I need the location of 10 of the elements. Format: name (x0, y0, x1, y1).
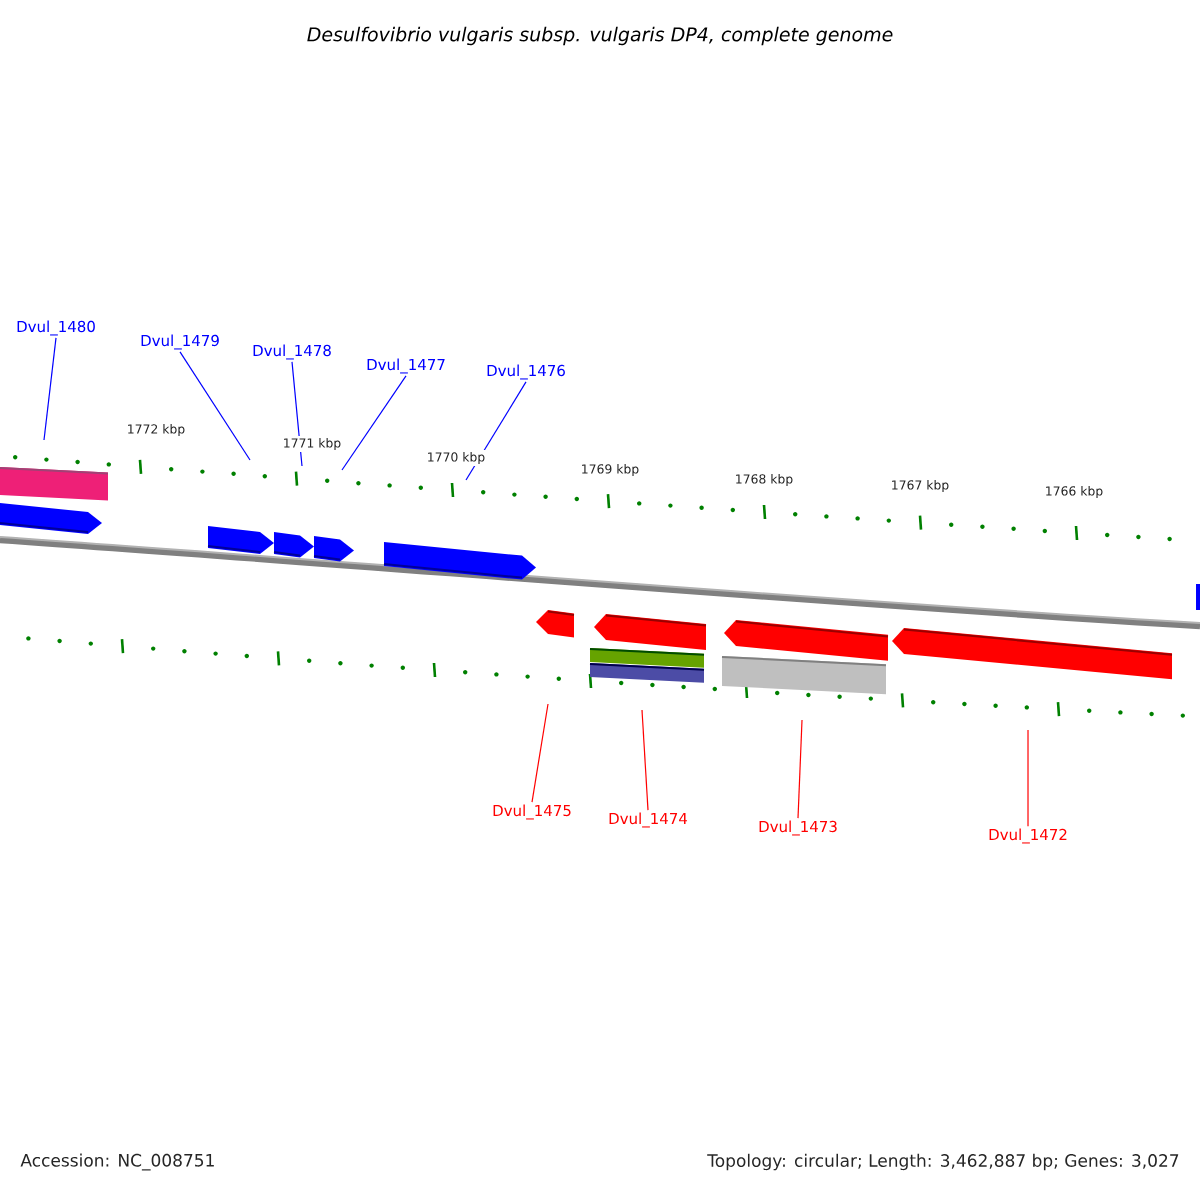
leader-line (341, 375, 407, 471)
leader-line (1027, 729, 1029, 827)
title: Desulfovibrio vulgaris subsp. vulgaris DP4, complete genome (307, 26, 893, 46)
footer-text: Accession: NC_008751 (18, 1151, 218, 1173)
leader-line (531, 703, 549, 803)
leader-line (43, 337, 57, 441)
leader-line (797, 719, 803, 819)
leader-line (641, 709, 649, 811)
leader-line (179, 351, 251, 461)
footer-text: Topology: circular; Length: 3,462,887 bp; Genes: 3,027 (705, 1151, 1182, 1173)
